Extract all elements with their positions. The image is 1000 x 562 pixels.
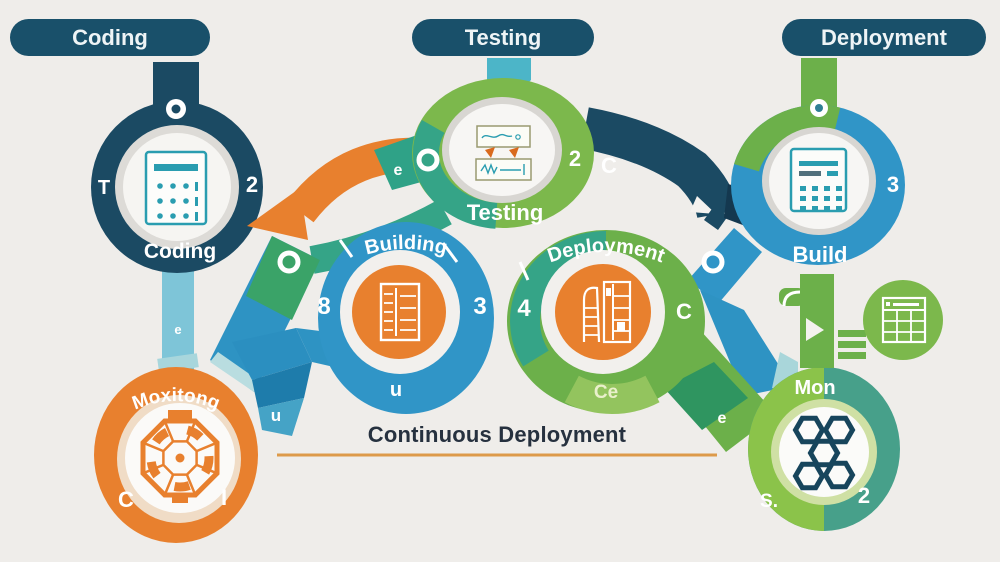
banner-testing [412,19,594,56]
connector-navy-tip [704,206,728,230]
connector-ribbon-3 [252,362,312,408]
banner-coding-label: Coding [72,25,148,50]
testing-letter-right: 2 [569,146,581,171]
connector-diagonal-green [246,236,320,320]
testing-inner-circle [449,104,555,196]
banner-testing-label: Testing [465,25,542,50]
play-icon [806,318,824,341]
deployment-ring-light-arc [564,375,660,414]
building-tick-right [441,242,459,263]
testing-ring-teal-arc [413,119,498,229]
mon-letter-right: 2 [858,483,870,508]
connector-diagonal-tip [210,352,258,392]
deployment-tick-left [518,261,530,281]
spreadsheet-icon [881,296,927,344]
node-building [318,222,494,414]
connector-green-chevron [664,362,748,430]
building-tick-left [338,239,354,258]
building-inner-circle [352,265,446,359]
orange-arrowhead-icon [247,188,308,240]
labels: Coding Testing Deployment T 2 Coding e 2… [72,25,948,512]
coding-letter-right: 2 [246,172,258,197]
pen-nib-icon [690,196,716,214]
ring-dot-icon [701,250,725,274]
connector-navy-arc [580,107,739,219]
building-letter-right: 3 [473,293,486,320]
mon-label: Mon [794,377,835,399]
monitoring-letter-left: C [118,487,134,512]
buildings-icon [582,280,632,344]
mon-letter-left: S. [760,491,778,512]
build-label: Build [793,242,848,267]
coding-letter-left: T [98,177,110,199]
pin-dot-center [171,104,181,114]
extras [779,274,943,368]
connector-blue-1 [688,228,762,304]
flow-pipe-icon [800,274,834,368]
deployment-letter-bottom: Ce [594,382,618,403]
banners [10,19,986,56]
deployment-letter-left: 4 [517,295,531,322]
connector-ribbon-2 [232,328,312,380]
node-testing [412,58,594,229]
banner-deployment [782,19,986,56]
coding-label: Coding [144,240,216,263]
bar-letter: e [174,322,181,337]
ribbon-letter: u [271,406,281,425]
connector-blue-2 [700,290,792,396]
build-ring-green-arc [734,105,841,172]
testing-ring-letter: e [394,162,403,179]
ring-dot-icon [416,148,440,172]
banner-coding [10,19,210,56]
node-deployment [507,230,705,414]
monitoring-letter-right: I [221,485,227,510]
pin-dot-center [815,104,823,112]
build-letter-right: 3 [887,172,899,197]
ring-dot-icon [277,250,301,274]
node-build [731,58,905,265]
pipe-elbow-line [782,290,801,307]
page-title: Continuous Deployment [368,422,627,447]
building-letter-left: 8 [317,293,330,320]
test-report-icon [475,125,532,181]
testing-label: Testing [467,200,544,225]
node-coding [91,62,308,273]
node-mon [748,367,900,531]
green-band-letter: e [718,410,727,427]
deployment-letter-right: C [676,299,692,324]
calculator-icon [789,147,848,213]
connector-ribbon-4 [258,398,304,436]
deployment-ring-teal-arc [510,231,607,367]
node-monitoring [94,367,258,543]
mesh-wheel-icon [140,410,220,503]
banner-deployment-label: Deployment [821,25,948,50]
mon-inner-circle [779,407,869,497]
navy-arc-letter: C [601,153,617,178]
building-letter-bottom: u [390,379,402,401]
list-bars-icon [838,330,866,359]
spreadsheet-circle [863,280,943,360]
calculator-icon [144,150,208,226]
document-icon [379,282,421,342]
